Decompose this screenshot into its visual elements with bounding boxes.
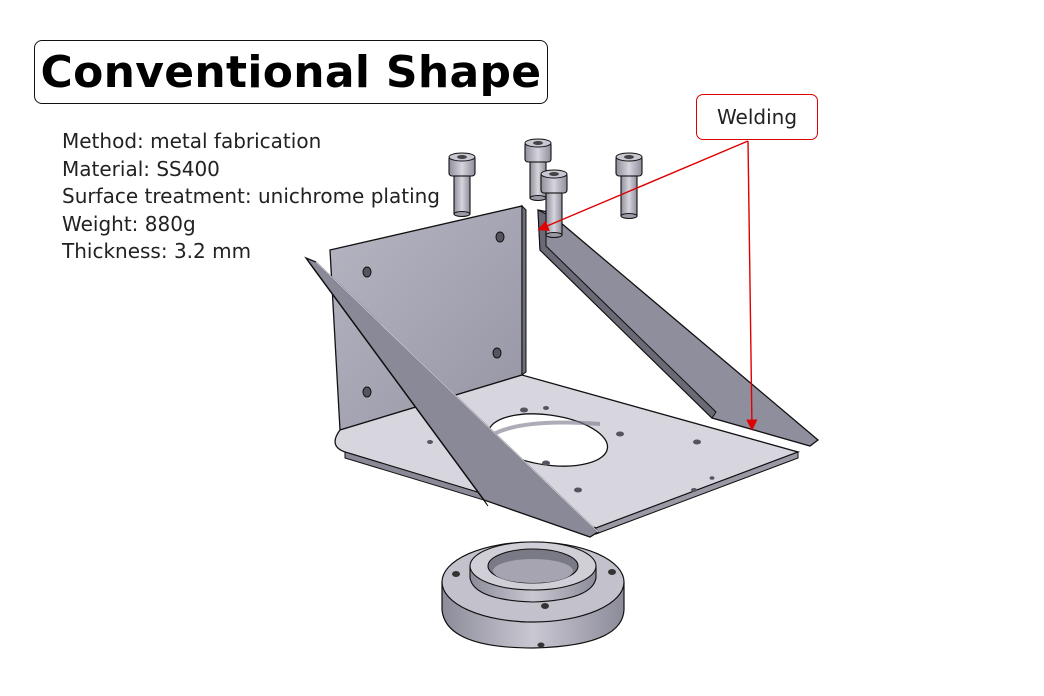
spec-weight: Weight: 880g: [62, 211, 196, 236]
spec-thickness: Thickness: 3.2 mm: [62, 239, 252, 263]
bolt-1: [448, 152, 476, 217]
page-title: Conventional Shape: [40, 46, 542, 98]
welding-callout: Welding: [696, 94, 818, 140]
spec-list: Method: metal fabrication Material: SS40…: [62, 128, 440, 266]
spec-method: Method: metal fabrication: [62, 129, 322, 153]
bolt-4: [615, 152, 643, 219]
left-gusset: [304, 256, 600, 538]
spec-material: Material: SS400: [62, 156, 220, 181]
flange-ring: [441, 541, 625, 649]
spec-surface-treatment: Surface treatment: unichrome plating: [62, 184, 440, 208]
bolt-3: [540, 169, 568, 238]
title-box: Conventional Shape: [34, 40, 548, 104]
vertical-plate: [329, 204, 527, 431]
welding-leader-lines: [537, 140, 758, 431]
